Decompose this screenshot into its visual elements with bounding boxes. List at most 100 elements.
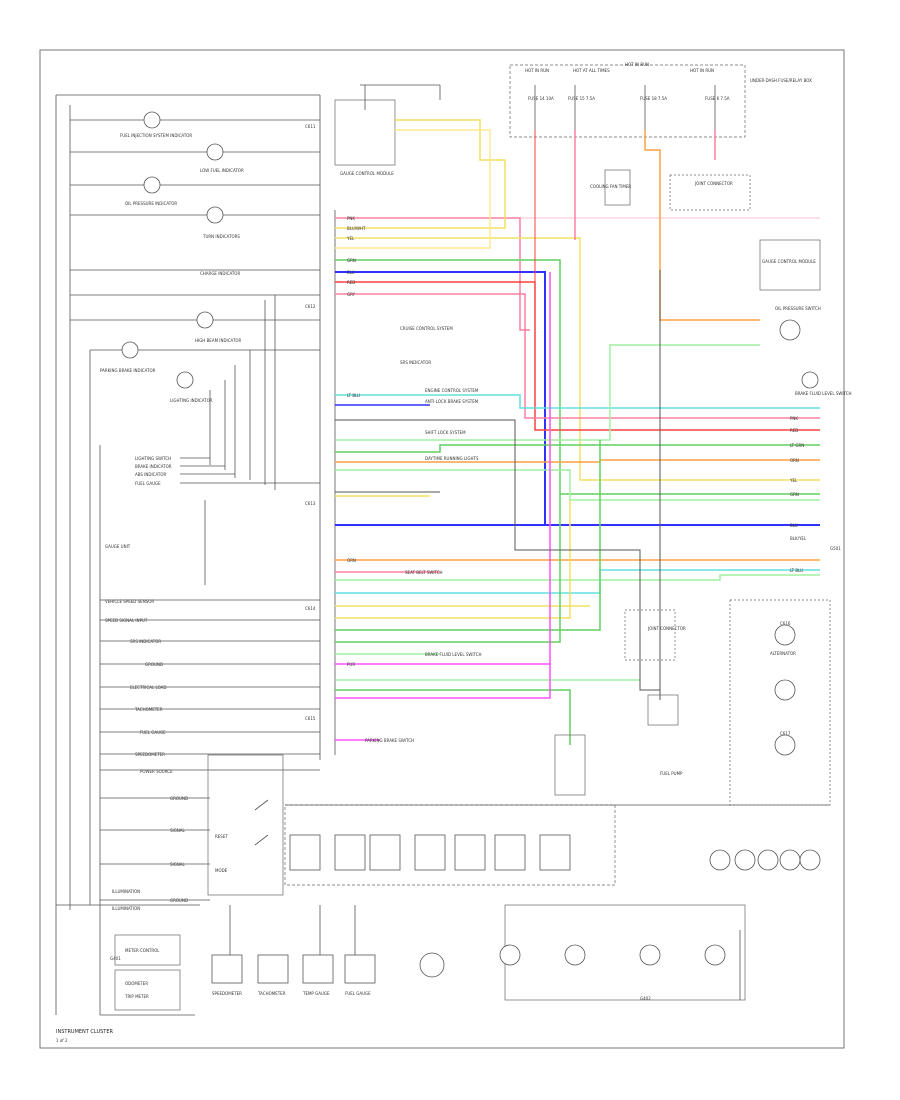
svg-text:CRUISE CONTROL SYSTEM: CRUISE CONTROL SYSTEM xyxy=(400,326,453,331)
svg-text:FUSE 15 7.5A: FUSE 15 7.5A xyxy=(568,96,595,101)
diagram-caption: INSTRUMENT CLUSTER xyxy=(56,1029,114,1035)
svg-text:C616: C616 xyxy=(780,621,791,626)
svg-text:C615: C615 xyxy=(305,716,316,721)
svg-text:G401: G401 xyxy=(110,956,121,961)
svg-text:GAUGE CONTROL MODULE: GAUGE CONTROL MODULE xyxy=(762,259,816,264)
top-fuse-box: UNDER-DASH FUSE/RELAY BOX HOT IN RUN FUS… xyxy=(509,62,812,138)
svg-text:BRAKE INDICATOR: BRAKE INDICATOR xyxy=(135,464,172,469)
svg-text:BLU: BLU xyxy=(347,270,355,275)
svg-text:ABS INDICATOR: ABS INDICATOR xyxy=(135,472,166,477)
colored-wires xyxy=(335,119,820,745)
svg-text:C617: C617 xyxy=(780,731,791,736)
svg-text:ALTERNATOR: ALTERNATOR xyxy=(770,651,796,656)
svg-text:ILLUMINATION: ILLUMINATION xyxy=(112,906,140,911)
svg-text:GAUGE CONTROL MODULE: GAUGE CONTROL MODULE xyxy=(340,171,394,176)
gauge-row: SPEEDOMETER TACHOMETER TEMP GAUGE FUEL G… xyxy=(211,905,445,996)
diagram-border xyxy=(39,49,845,1049)
left-labels: LIGHTING SWITCH BRAKE INDICATOR ABS INDI… xyxy=(100,456,320,903)
svg-text:ODOMETER: ODOMETER xyxy=(125,981,148,986)
svg-text:GRN: GRN xyxy=(347,258,356,263)
svg-text:ANTI-LOCK BRAKE SYSTEM: ANTI-LOCK BRAKE SYSTEM xyxy=(425,399,479,404)
indicator-turn: TURN INDICATORS xyxy=(70,206,320,239)
svg-text:PNK: PNK xyxy=(347,216,355,221)
svg-text:GROUND: GROUND xyxy=(170,796,188,801)
svg-text:TACHOMETER: TACHOMETER xyxy=(257,991,286,996)
svg-text:SEAT BELT SWITCH: SEAT BELT SWITCH xyxy=(405,570,443,575)
svg-text:C611: C611 xyxy=(305,124,316,129)
svg-text:PARKING BRAKE INDICATOR: PARKING BRAKE INDICATOR xyxy=(100,368,156,373)
svg-text:JOINT CONNECTOR: JOINT CONNECTOR xyxy=(694,181,733,186)
svg-text:LIGHTING SWITCH: LIGHTING SWITCH xyxy=(135,456,171,461)
svg-text:CHARGE INDICATOR: CHARGE INDICATOR xyxy=(200,271,240,276)
svg-text:TURN INDICATORS: TURN INDICATORS xyxy=(202,234,240,239)
svg-text:SIGNAL: SIGNAL xyxy=(170,862,186,867)
svg-text:RED: RED xyxy=(790,428,798,433)
svg-text:GROUND: GROUND xyxy=(145,662,163,667)
center-connector-column xyxy=(319,95,336,760)
fuse-1: HOT IN RUN FUSE 14 10A xyxy=(525,68,554,130)
svg-text:LIGHTING INDICATOR: LIGHTING INDICATOR xyxy=(170,398,213,403)
svg-text:POWER SOURCE: POWER SOURCE xyxy=(140,769,173,774)
gauge-tachometer: TACHOMETER xyxy=(257,954,289,996)
bottom-components xyxy=(284,804,830,1001)
svg-text:C614: C614 xyxy=(305,606,316,611)
svg-text:TRIP METER: TRIP METER xyxy=(124,994,149,999)
svg-text:SPEEDOMETER: SPEEDOMETER xyxy=(212,991,242,996)
svg-text:GROUND: GROUND xyxy=(170,898,188,903)
page-number: 1 of 2 xyxy=(56,1038,68,1043)
gauge-temp: TEMP GAUGE xyxy=(302,954,334,996)
svg-text:UNDER-DASH FUSE/RELAY BOX: UNDER-DASH FUSE/RELAY BOX xyxy=(750,78,812,83)
indicator-high-beam: HIGH BEAM INDICATOR xyxy=(70,311,320,343)
svg-text:COOLING FAN TIMER: COOLING FAN TIMER xyxy=(590,184,631,189)
svg-text:LT GRN: LT GRN xyxy=(790,443,804,448)
svg-text:SIGNAL: SIGNAL xyxy=(170,828,186,833)
svg-text:C612: C612 xyxy=(305,304,316,309)
svg-text:G501: G501 xyxy=(830,546,841,551)
wire-color-labels: PNK BLU/WHT YEL GRN BLU RED GRY LT BLU O… xyxy=(346,216,807,667)
svg-text:TACHOMETER: TACHOMETER xyxy=(134,707,163,712)
fuse-2: HOT AT ALL TIMES FUSE 15 7.5A xyxy=(568,68,610,130)
svg-text:PUR: PUR xyxy=(347,662,355,667)
svg-text:HOT IN RUN: HOT IN RUN xyxy=(625,62,649,67)
connector-ids: C611 C612 C613 C614 C615 C616 C617 xyxy=(305,124,791,736)
svg-text:SRS INDICATOR: SRS INDICATOR xyxy=(130,639,161,644)
svg-text:FUEL GAUGE: FUEL GAUGE xyxy=(135,481,161,486)
svg-text:TEMP GAUGE: TEMP GAUGE xyxy=(302,991,330,996)
svg-text:METER CONTROL: METER CONTROL xyxy=(125,948,160,953)
indicator-parking-brake: PARKING BRAKE INDICATOR xyxy=(90,341,320,373)
svg-text:FUEL INJECTION SYSTEM INDICATO: FUEL INJECTION SYSTEM INDICATOR xyxy=(120,133,192,138)
right-blocks: GAUGE CONTROL MODULE JOINT CONNECTOR OIL… xyxy=(554,169,852,806)
indicator-fuel-injection: FUEL INJECTION SYSTEM INDICATOR xyxy=(70,111,320,138)
indicator-oil-pressure: OIL PRESSURE INDICATOR xyxy=(70,176,320,206)
svg-text:FUSE 14 10A: FUSE 14 10A xyxy=(528,96,554,101)
svg-text:C613: C613 xyxy=(305,501,316,506)
svg-text:RED: RED xyxy=(347,280,355,285)
svg-text:ORN: ORN xyxy=(347,558,356,563)
svg-text:SHIFT LOCK SYSTEM: SHIFT LOCK SYSTEM xyxy=(425,430,466,435)
svg-text:LT BLU: LT BLU xyxy=(347,393,360,398)
svg-text:G402: G402 xyxy=(640,996,651,1001)
upper-connector-block: GAUGE CONTROL MODULE xyxy=(334,84,441,176)
svg-text:DAYTIME RUNNING LIGHTS: DAYTIME RUNNING LIGHTS xyxy=(425,456,479,461)
svg-text:HOT IN RUN: HOT IN RUN xyxy=(525,68,549,73)
indicator-low-fuel: LOW FUEL INDICATOR xyxy=(70,143,320,173)
left-bus xyxy=(204,295,276,585)
svg-text:FUEL PUMP: FUEL PUMP xyxy=(660,771,683,776)
svg-text:VEHICLE SPEED SENSOR: VEHICLE SPEED SENSOR xyxy=(105,599,154,604)
svg-text:HOT AT ALL TIMES: HOT AT ALL TIMES xyxy=(573,68,610,73)
meter-control: ILLUMINATION ILLUMINATION METER CONTROL … xyxy=(56,889,200,1011)
svg-text:FUSE 6 7.5A: FUSE 6 7.5A xyxy=(705,96,730,101)
svg-text:RESET: RESET xyxy=(215,834,228,839)
svg-text:PARKING BRAKE SWITCH: PARKING BRAKE SWITCH xyxy=(365,738,414,743)
gauge-speedometer: SPEEDOMETER xyxy=(211,954,243,996)
svg-text:PNK: PNK xyxy=(790,416,798,421)
svg-text:ILLUMINATION: ILLUMINATION xyxy=(112,889,140,894)
gauge-fuel: FUEL GAUGE xyxy=(344,954,376,996)
svg-text:BRAKE FLUID LEVEL SWITCH: BRAKE FLUID LEVEL SWITCH xyxy=(425,652,482,657)
indicator-lighting: LIGHTING INDICATOR xyxy=(170,371,213,403)
svg-text:FUSE 18 7.5A: FUSE 18 7.5A xyxy=(640,96,667,101)
svg-text:YEL: YEL xyxy=(346,236,355,241)
indicator-column: FUEL INJECTION SYSTEM INDICATOR LOW FUEL… xyxy=(70,111,320,403)
svg-text:GRN: GRN xyxy=(790,492,799,497)
